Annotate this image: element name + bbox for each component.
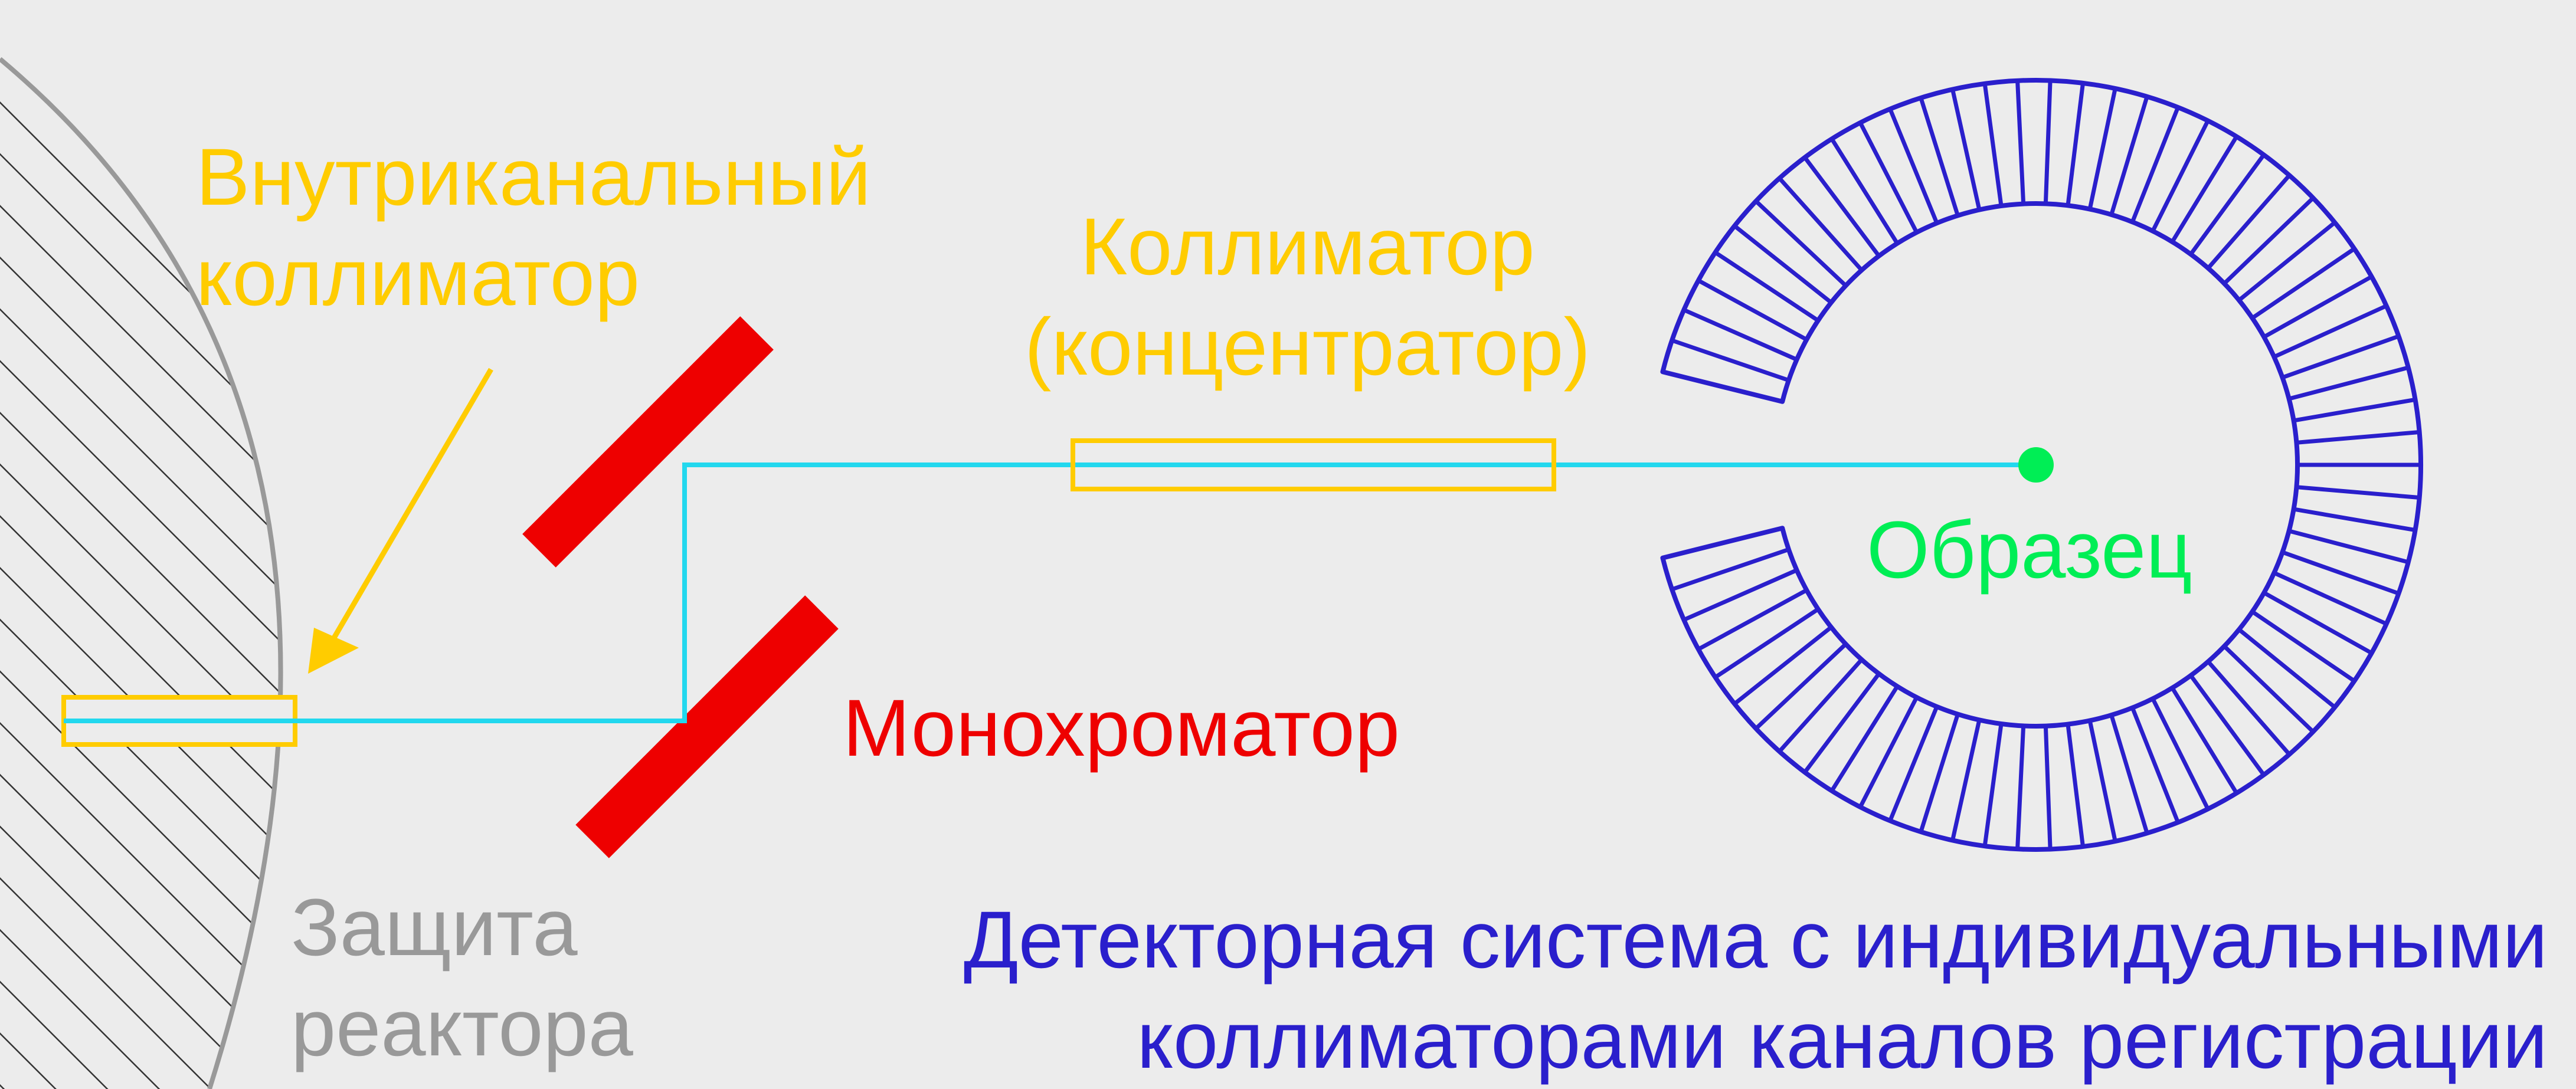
detector-channels [1671,80,2421,849]
detector-system-label: Детекторная система с индивидуальными ко… [964,890,2548,1089]
detector-channel-divider [2273,304,2388,359]
detector-channel-divider [2207,173,2291,270]
detector-channel-divider [1683,568,1798,622]
detector-channel-divider [1803,672,1881,774]
reactor-shield-label: Защита реактора [291,878,633,1078]
detector-channel-divider [2066,724,2085,847]
detector-channel-divider [2251,247,2356,320]
monochromator [522,316,839,858]
detector-channel-divider [2087,720,2117,842]
detector-system-label-line1: Детекторная система с индивидуальными [963,895,2548,985]
detector-channel-divider [2237,221,2336,302]
detector-channel-divider [1671,547,1789,592]
detector-channel-divider [2066,83,2085,206]
detector-channel-divider [2207,660,2291,756]
detector-channel-divider [2293,507,2416,533]
detector-channel-divider [2015,726,2026,849]
detector-channel-divider [1919,97,1960,217]
detector-channel-divider [2263,274,2373,339]
detector-channel-divider [1950,719,1982,841]
detector-channel-divider [1982,723,2004,847]
detector-channel-divider [2087,88,2117,210]
inner-collimator-arrow [308,368,493,674]
sample-label: Образец [1867,500,2192,601]
detector-channel-divider [2189,674,2266,776]
detector-channel-divider [1919,713,1960,833]
detector-channel-divider [1888,706,1939,822]
detector-channel-divider [1829,685,1899,792]
detector-channel-divider [1697,588,1808,651]
sample-dot [2018,447,2054,483]
reactor-shield-edge [0,57,283,1089]
detector-channel-divider [2223,644,2315,733]
detector-channel-divider [1778,658,1864,753]
detector-ring [1660,78,2424,852]
detector-channel-divider [2237,628,2336,709]
detector-channel-divider [1733,625,1833,706]
detector-channel-divider [1733,224,1833,304]
detector-channel-divider [1683,308,1798,362]
detector-channel-divider [2273,570,2388,626]
sample-label-text: Образец [1867,505,2192,595]
detector-channel-divider [2293,397,2416,423]
detector-channel-divider [2151,120,2210,232]
detector-channel-divider [2043,80,2053,204]
detector-channel-divider [1888,108,1939,224]
detector-channel-divider [2109,714,2149,834]
detector-channel-divider [2109,96,2149,215]
detector-channel-divider [2288,529,2409,565]
detector-channel-divider [1755,642,1847,730]
detector-channel-divider [2170,687,2238,795]
inner-collimator-label-line2: коллиматор [196,232,640,323]
detector-channel-divider [2296,485,2420,500]
inner-collimator-label-line1: Внутриканальный [196,132,871,222]
detector-channel-divider [2130,707,2180,824]
detector-channel-divider [1671,338,1789,382]
monochromator-label: Монохроматор [843,678,1400,779]
detector-channel-divider [2170,135,2238,243]
detector-channel-divider [1778,176,1864,272]
detector-channel-divider [1982,83,2004,206]
detector-channel-divider [1803,156,1881,258]
detector-channel-divider [2189,153,2266,255]
detector-channel-divider [2296,430,2420,445]
detector-channel-divider [2282,550,2400,596]
collimator-concentrator [1071,438,1556,491]
detector-channel-divider [1697,278,1808,342]
monochromator-crystal-upper [522,316,774,568]
reactor-shield-label-line1: Защита [291,883,578,973]
detector-channel-divider [2151,697,2210,810]
collimator-label-line1: Коллиматор [1080,202,1535,292]
reactor-shield [0,57,283,1089]
detector-ring-outline [1660,78,2424,852]
detector-channel-divider [1714,607,1819,680]
detector-channel-divider [2263,591,2373,655]
detector-channel-divider [2288,365,2409,401]
detector-channel-divider [1829,137,1899,245]
collimator-label: Коллиматор (концентратор) [1024,197,1590,398]
detector-channel-divider [2015,80,2026,204]
reactor-shield-label-line2: реактора [291,983,633,1073]
monochromator-crystal-lower [575,595,839,858]
detector-system-label-line2: коллиматорами каналов регистрации [1137,995,2548,1085]
neutron-beam-path [64,463,2036,723]
detector-channel-divider [1714,250,1819,323]
inner-collimator-label: Внутриканальный коллиматор [196,127,871,328]
detector-channel-divider [2043,726,2053,849]
detector-channel-divider [1755,199,1847,287]
detector-channel-divider [2223,196,2315,286]
detector-channel-divider [2282,334,2400,380]
reactor-shield-hatching [0,59,281,1089]
monochromator-label-text: Монохроматор [843,683,1400,773]
detector-channel-divider [1950,88,1982,211]
detector-channel-divider [2251,610,2356,683]
detector-channel-divider [1858,122,1919,234]
detector-channel-divider [2130,106,2180,223]
detector-channel-divider [1858,696,1919,808]
collimator-label-line2: (концентратор) [1024,302,1591,392]
